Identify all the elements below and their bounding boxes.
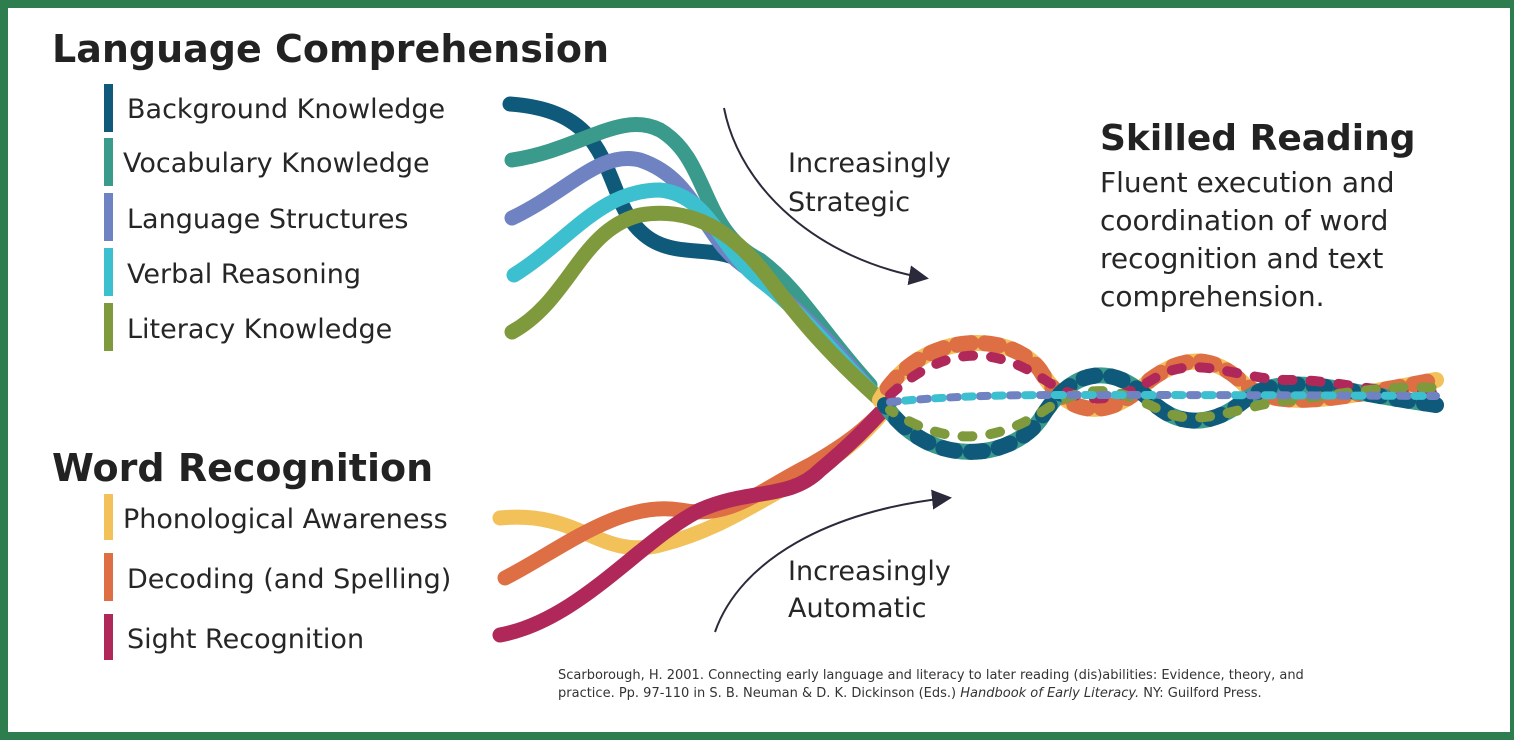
lc-item-background-knowledge: Background Knowledge bbox=[127, 94, 445, 125]
automatic-label-line1: Increasingly bbox=[788, 556, 951, 587]
strategic-arrow bbox=[723, 107, 929, 286]
skilled-reading-line4: comprehension. bbox=[1100, 280, 1325, 313]
strand-sight bbox=[492, 394, 898, 643]
word-recognition-title: Word Recognition bbox=[52, 446, 433, 490]
wr-swatch-decoding bbox=[104, 553, 113, 601]
lc-item-vocabulary-knowledge: Vocabulary Knowledge bbox=[123, 148, 430, 179]
wr-legend: Phonological Awareness Decoding (and Spe… bbox=[104, 494, 451, 660]
wr-swatch-sight bbox=[104, 614, 113, 660]
citation-line2: practice. Pp. 97-110 in S. B. Neuman & D… bbox=[558, 686, 1262, 701]
skilled-reading-line2: coordination of word bbox=[1100, 204, 1388, 237]
lc-item-verbal-reasoning: Verbal Reasoning bbox=[127, 259, 361, 290]
braided-rope bbox=[872, 335, 1444, 460]
lc-legend: Background Knowledge Vocabulary Knowledg… bbox=[104, 84, 445, 351]
wr-strands bbox=[492, 394, 898, 643]
citation-line2-post: NY: Guilford Press. bbox=[1139, 686, 1262, 701]
citation-line2-pre: practice. Pp. 97-110 in S. B. Neuman & D… bbox=[558, 686, 960, 701]
citation-line1: Scarborough, H. 2001. Connecting early l… bbox=[558, 668, 1304, 683]
wr-item-decoding: Decoding (and Spelling) bbox=[127, 564, 451, 595]
rope-strand-5 bbox=[885, 350, 1441, 404]
wr-swatch-phonological bbox=[104, 494, 113, 540]
skilled-reading-line1: Fluent execution and bbox=[1100, 166, 1395, 199]
skilled-reading-line3: recognition and text bbox=[1100, 242, 1383, 275]
lc-strands bbox=[502, 96, 886, 406]
strand-literacy bbox=[504, 205, 886, 406]
skilled-reading-title: Skilled Reading bbox=[1100, 118, 1416, 159]
lc-swatch-literacy bbox=[104, 303, 113, 351]
strategic-label-line1: Increasingly bbox=[788, 148, 951, 179]
wr-item-sight-recognition: Sight Recognition bbox=[127, 624, 364, 655]
automatic-arrow bbox=[714, 489, 952, 633]
rope-strand-8 bbox=[886, 391, 1440, 406]
lc-item-literacy-knowledge: Literacy Knowledge bbox=[127, 314, 392, 345]
strand-decoding bbox=[497, 397, 896, 586]
strategic-label-line2: Strategic bbox=[788, 187, 910, 218]
lc-swatch-background bbox=[104, 84, 113, 132]
wr-item-phonological-awareness: Phonological Awareness bbox=[123, 504, 448, 535]
lc-swatch-vocabulary bbox=[104, 138, 113, 186]
lc-item-language-structures: Language Structures bbox=[127, 204, 409, 235]
rope-strand-7 bbox=[886, 391, 1440, 406]
strand-vocabulary bbox=[504, 117, 878, 393]
lc-swatch-verbal-reasoning bbox=[104, 248, 113, 296]
language-comprehension-title: Language Comprehension bbox=[52, 27, 609, 71]
lc-swatch-language-structures bbox=[104, 193, 113, 241]
citation-book-title: Handbook of Early Literacy. bbox=[960, 686, 1139, 701]
automatic-label-line2: Automatic bbox=[788, 593, 926, 624]
